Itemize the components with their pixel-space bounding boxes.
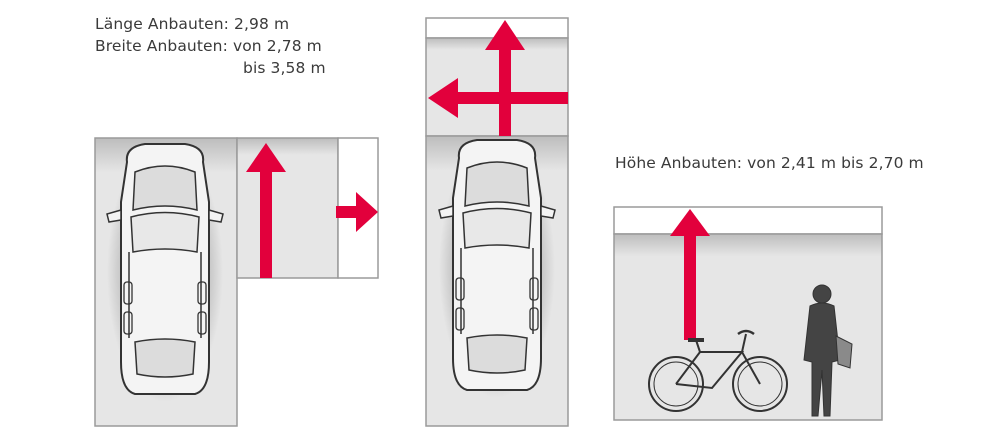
arrow-up-left: [246, 143, 286, 278]
width-value-line2: bis 3,58 m: [243, 59, 326, 77]
width-label-row: Breite Anbauten: von 2,78 m: [95, 35, 322, 57]
arrow-left-middle: [428, 78, 568, 118]
arrow-up-middle: [485, 20, 525, 136]
length-label-row: Länge Anbauten: 2,98 m: [95, 13, 289, 35]
width-value-line1: von 2,78 m: [232, 37, 322, 55]
width-label: Breite Anbauten:: [95, 37, 228, 55]
length-label: Länge Anbauten:: [95, 15, 230, 33]
car-middle: [438, 137, 556, 399]
garage-elevation: [613, 206, 883, 421]
car-left: [106, 141, 224, 403]
arrow-up-right: [670, 209, 710, 340]
garage-left: [94, 137, 379, 427]
garage-middle: [425, 17, 569, 427]
height-label: Höhe Anbauten: von 2,41 m bis 2,70 m: [615, 154, 924, 172]
arrow-right-left: [336, 192, 378, 232]
length-value: 2,98 m: [234, 15, 290, 33]
person-icon: [803, 284, 853, 417]
bicycle-icon: [648, 329, 788, 412]
